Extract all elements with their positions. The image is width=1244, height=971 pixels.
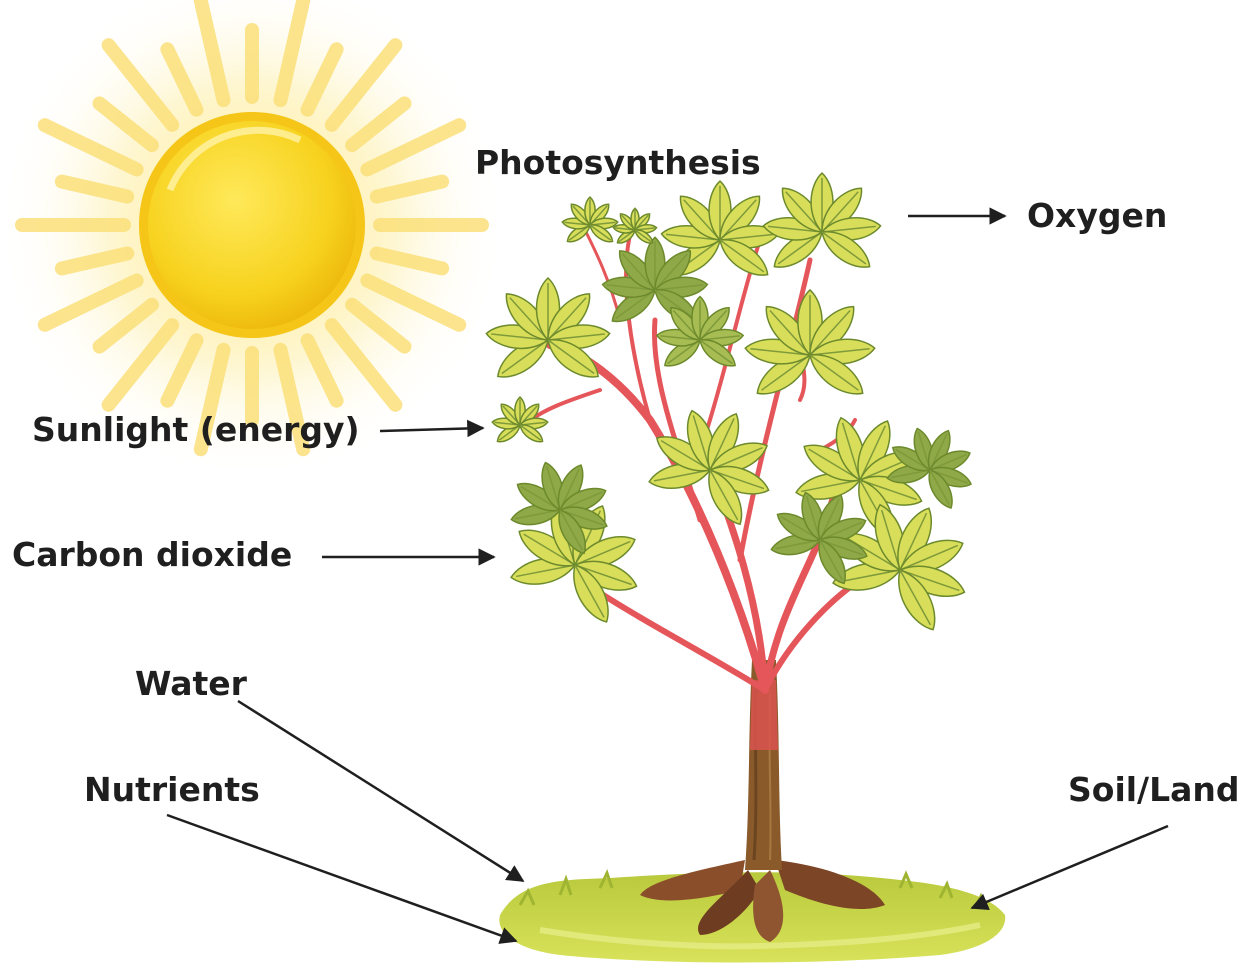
leaf-cluster (762, 173, 881, 275)
photosynthesis-label: Photosynthesis (475, 146, 761, 179)
oxygen-label: Oxygen (1027, 199, 1167, 232)
water-arrow (238, 701, 523, 881)
leaf-cluster (744, 290, 876, 403)
nutrients-arrow (167, 815, 516, 941)
leaf-cluster (485, 278, 611, 386)
leaf-cluster (613, 208, 657, 246)
sun-icon (0, 0, 507, 480)
soil-land-arrow (972, 826, 1168, 908)
leaf-cluster (492, 397, 549, 445)
sunlight-label: Sunlight (energy) (32, 413, 360, 446)
nutrients-label: Nutrients (84, 773, 260, 806)
soil-land-label: Soil/Land (1068, 773, 1240, 806)
water-label: Water (135, 667, 247, 700)
carbon-dioxide-label: Carbon dioxide (12, 538, 292, 571)
